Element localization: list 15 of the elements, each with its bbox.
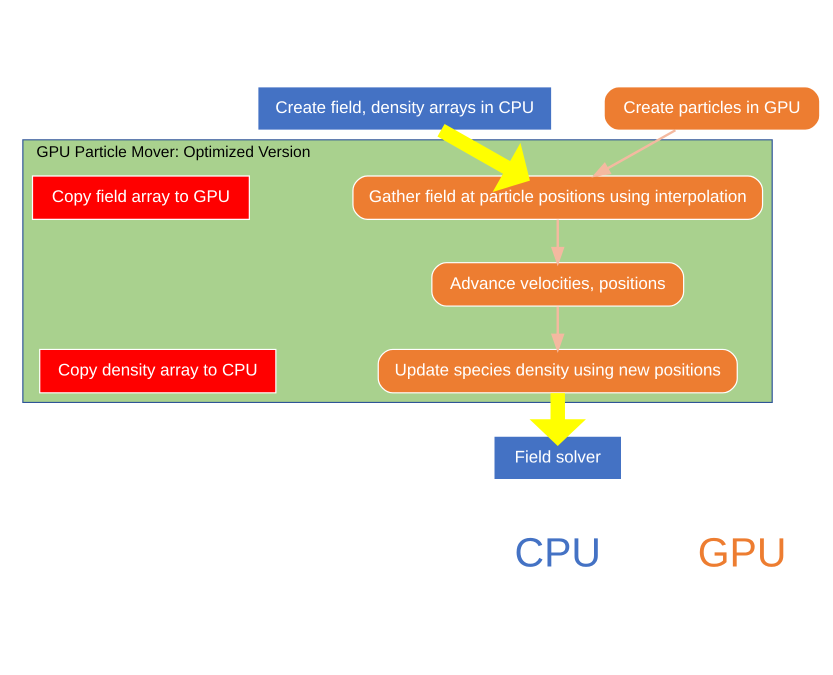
- node-box: Copy density array to CPU: [39, 348, 276, 393]
- label: GPU: [698, 529, 786, 576]
- arrow: [437, 123, 530, 192]
- node-box: Advance velocities, positions: [431, 262, 684, 306]
- arrow: [530, 392, 586, 446]
- arrow: [551, 219, 564, 266]
- label: CPU: [514, 529, 601, 576]
- node-box: Create field, density arrays in CPU: [257, 86, 552, 130]
- node-box: Gather field at particle positions using interpolation: [352, 174, 764, 220]
- node-box: Field solver: [493, 435, 622, 480]
- node-box: Update species density using new positions: [378, 348, 738, 393]
- arrow: [551, 306, 564, 352]
- arrow: [591, 128, 676, 178]
- node-box: Create particles in GPU: [604, 86, 820, 130]
- node-box: Copy field array to GPU: [32, 174, 250, 220]
